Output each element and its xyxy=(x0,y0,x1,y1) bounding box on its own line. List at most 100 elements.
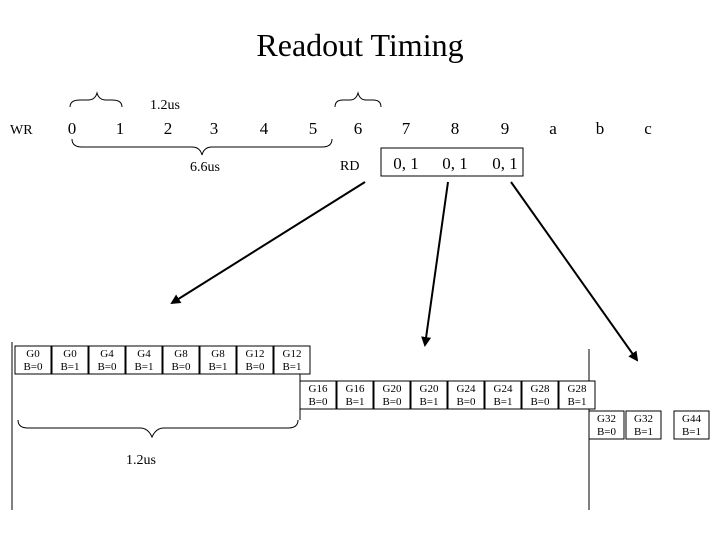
readout-cell-box xyxy=(51,345,89,375)
wr-slot-10: a xyxy=(549,119,557,138)
readout-cell-box xyxy=(88,345,126,375)
readout-cell-group: G28 xyxy=(531,383,550,395)
wr-slot-3: 3 xyxy=(210,119,219,138)
readout-cell-bit: B=0 xyxy=(97,361,117,373)
readout-cell-bit: B=1 xyxy=(60,361,79,373)
bottom-brace-label: 1.2us xyxy=(126,453,156,468)
readout-cell: G0B=1 xyxy=(51,345,89,375)
readout-cell-bit: B=0 xyxy=(530,396,550,408)
readout-cell: G8B=0 xyxy=(162,345,200,375)
readout-cell-box xyxy=(14,345,52,375)
wr-slot-5: 5 xyxy=(309,119,318,138)
readout-cell-box xyxy=(588,410,625,440)
top-brace-label: 1.2us xyxy=(150,98,180,113)
wr-slot-1: 1 xyxy=(116,119,125,138)
readout-cell-group: G12 xyxy=(283,348,302,360)
readout-cell-group: G12 xyxy=(246,348,265,360)
readout-cell-box xyxy=(447,380,485,410)
readout-cell-bit: B=1 xyxy=(419,396,438,408)
readout-cell-box xyxy=(299,380,337,410)
readout-group-1: G0B=0G0B=1G4B=0G4B=1G8B=0G8B=1G12B=0G12B… xyxy=(14,345,311,375)
readout-cell-group: G4 xyxy=(100,348,114,360)
wr-slot-8: 8 xyxy=(451,119,460,138)
readout-cell-group: G44 xyxy=(682,413,701,425)
readout-cell-group: G28 xyxy=(568,383,587,395)
readout-cell: G0B=0 xyxy=(14,345,52,375)
readout-cell-group: G4 xyxy=(137,348,151,360)
wr-slot-11: b xyxy=(596,119,605,138)
readout-group-2: G16B=0G16B=1G20B=0G20B=1G24B=0G24B=1G28B… xyxy=(299,380,596,410)
readout-cell: G4B=1 xyxy=(125,345,163,375)
readout-cell-box xyxy=(199,345,237,375)
readout-cell-group: G32 xyxy=(634,413,653,425)
readout-cell-bit: B=0 xyxy=(382,396,402,408)
readout-cell-group: G0 xyxy=(63,348,77,360)
readout-cell-group: G0 xyxy=(26,348,40,360)
readout-cell-group: G8 xyxy=(211,348,225,360)
rd-label: RD xyxy=(340,159,359,174)
wr-slot-0: 0 xyxy=(68,119,77,138)
wr-slot-4: 4 xyxy=(260,119,269,138)
rd-slot-0: 0, 1 xyxy=(393,154,419,173)
readout-cell-box xyxy=(625,410,662,440)
readout-cell-bit: B=0 xyxy=(456,396,476,408)
readout-cell-group: G24 xyxy=(494,383,513,395)
readout-cell-box xyxy=(521,380,559,410)
top-brace-right xyxy=(334,91,382,108)
readout-cell-box xyxy=(273,345,311,375)
readout-cell-box xyxy=(125,345,163,375)
readout-cell-box xyxy=(373,380,411,410)
readout-cell-group: G20 xyxy=(420,383,439,395)
wr-slot-7: 7 xyxy=(402,119,411,138)
readout-cell-group: G16 xyxy=(346,383,365,395)
readout-cell-bit: B=1 xyxy=(134,361,153,373)
readout-cell-bit: B=0 xyxy=(23,361,43,373)
readout-cell-box xyxy=(336,380,374,410)
readout-cell-bit: B=1 xyxy=(282,361,301,373)
top-brace-left xyxy=(69,91,123,108)
readout-cell-bit: B=0 xyxy=(171,361,191,373)
wr-slot-6: 6 xyxy=(354,119,363,138)
bottom-brace xyxy=(17,419,299,439)
page-title: Readout Timing xyxy=(256,27,463,63)
readout-cell-bit: B=1 xyxy=(634,426,653,438)
readout-cell: G8B=1 xyxy=(199,345,237,375)
readout-cell-group: G8 xyxy=(174,348,188,360)
wr-brace xyxy=(71,138,333,156)
readout-cell-box xyxy=(484,380,522,410)
readout-cell-group: G32 xyxy=(597,413,616,425)
arrow-rd-to-group2 xyxy=(421,181,449,347)
rd-slot-1: 0, 1 xyxy=(442,154,468,173)
arrow-rd-to-group1 xyxy=(170,181,366,305)
wr-label: WR xyxy=(10,123,33,138)
readout-cell-bit: B=0 xyxy=(308,396,328,408)
wr-brace-label: 6.6us xyxy=(190,160,220,175)
readout-cell-bit: B=1 xyxy=(345,396,364,408)
readout-cell-box xyxy=(236,345,274,375)
readout-cell-box xyxy=(410,380,448,410)
wr-slot-12: c xyxy=(644,119,652,138)
readout-cell-box xyxy=(558,380,596,410)
wr-slot-2: 2 xyxy=(164,119,173,138)
readout-cell-bit: B=1 xyxy=(208,361,227,373)
readout-cell-bit: B=1 xyxy=(493,396,512,408)
readout-cell-bit: B=0 xyxy=(597,426,617,438)
rd-slot-box xyxy=(380,147,524,177)
